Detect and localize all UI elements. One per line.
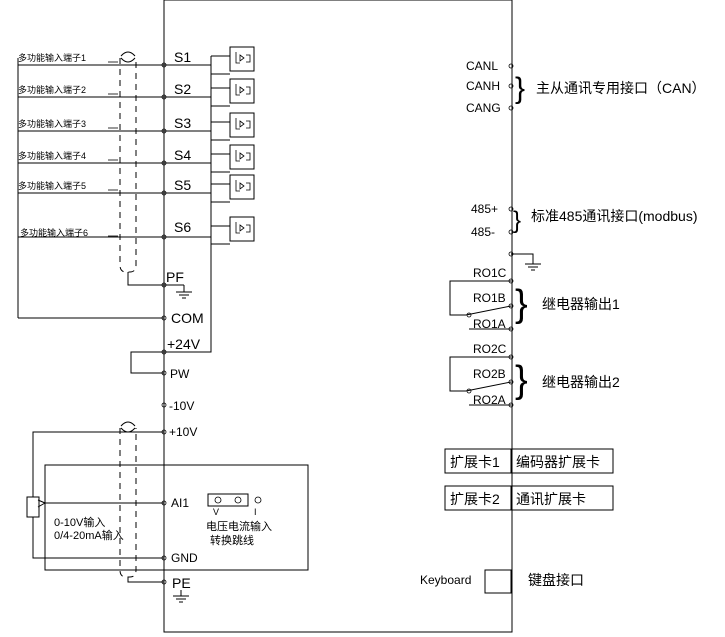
analog-range-line2: 0/4-20mA输入 bbox=[54, 528, 124, 542]
com-terminal: COM bbox=[18, 310, 204, 326]
terminal-s2: S2 bbox=[174, 81, 191, 97]
plus10v-terminal: +10V bbox=[32, 425, 197, 497]
jumper-i-label: I bbox=[254, 507, 257, 517]
analog-shield-cable bbox=[119, 421, 164, 583]
optocoupler-5 bbox=[229, 174, 255, 200]
expansion-card-2: 扩展卡2 通讯扩展卡 bbox=[444, 485, 614, 511]
jumper-note-line1: 电压电流输入 bbox=[206, 519, 272, 533]
terminal-485-plus: 485+ bbox=[471, 202, 498, 216]
relay2-description: 继电器输出2 bbox=[542, 374, 620, 390]
minus10v-terminal: -10V bbox=[161, 399, 194, 413]
terminal-485-minus: 485- bbox=[471, 225, 495, 239]
relay-output-1: RO1C RO1B RO1A } 继电器输出1 bbox=[449, 266, 620, 332]
terminal-ai1: AI1 bbox=[171, 496, 189, 510]
jumper-v-label: V bbox=[213, 507, 219, 517]
terminal-s3: S3 bbox=[174, 115, 191, 131]
terminal-s5: S5 bbox=[174, 177, 191, 193]
terminal-ro2a: RO2A bbox=[473, 393, 506, 407]
terminal-gnd: GND bbox=[171, 551, 198, 565]
input-label-2: 多功能输入端子2 bbox=[18, 84, 86, 95]
terminal-plus24v: +24V bbox=[167, 336, 201, 352]
digital-input-6: 多功能输入端子6 S6 bbox=[18, 216, 255, 245]
terminal-s6: S6 bbox=[174, 219, 191, 235]
terminal-ro1a: RO1A bbox=[473, 317, 506, 331]
terminal-ro1b: RO1B bbox=[473, 291, 506, 305]
optocoupler-6 bbox=[229, 216, 255, 242]
input-label-6: 多功能输入端子6 bbox=[20, 227, 88, 238]
terminal-canh: CANH bbox=[466, 79, 500, 93]
terminal-plus10v: +10V bbox=[169, 425, 197, 439]
input-label-5: 多功能输入端子5 bbox=[18, 180, 86, 191]
rs485-description: 标准485通讯接口(modbus) bbox=[531, 208, 698, 224]
optocoupler-4 bbox=[229, 144, 255, 170]
terminal-ro2c: RO2C bbox=[473, 342, 507, 356]
expansion-card1-slot: 扩展卡1 bbox=[450, 454, 500, 470]
expansion-card2-slot: 扩展卡2 bbox=[450, 491, 500, 507]
expansion-card1-name: 编码器扩展卡 bbox=[516, 454, 600, 470]
input-label-3: 多功能输入端子3 bbox=[18, 118, 86, 129]
digital-input-3: 多功能输入端子3 S3 bbox=[18, 112, 255, 141]
rs485-brace: } bbox=[513, 207, 521, 234]
relay1-description: 继电器输出1 bbox=[542, 296, 620, 312]
input-shield-cable bbox=[119, 51, 164, 286]
terminal-s1: S1 bbox=[174, 49, 191, 65]
digital-input-2: 多功能输入端子2 S2 bbox=[18, 78, 255, 107]
terminal-pe: PE bbox=[172, 575, 191, 591]
rs485-interface: 485+ 485- } 标准485通讯接口(modbus) bbox=[471, 202, 698, 271]
expansion-card-1: 扩展卡1 编码器扩展卡 bbox=[444, 448, 614, 474]
optocoupler-3 bbox=[229, 112, 255, 138]
terminal-pw: PW bbox=[170, 367, 190, 381]
terminal-pf: PF bbox=[166, 269, 184, 285]
terminal-com: COM bbox=[171, 310, 204, 326]
potentiometer bbox=[26, 496, 164, 559]
terminal-ro2b: RO2B bbox=[473, 367, 506, 381]
relay2-brace: } bbox=[515, 359, 528, 401]
terminal-s4: S4 bbox=[174, 147, 191, 163]
gnd-terminal: GND bbox=[161, 551, 198, 565]
optocoupler-2 bbox=[229, 78, 255, 104]
keyboard-description: 键盘接口 bbox=[528, 572, 584, 588]
terminal-canl: CANL bbox=[466, 59, 498, 73]
can-brace: } bbox=[515, 72, 525, 105]
pe-terminal: PE bbox=[161, 575, 191, 603]
can-interface: CANL CANH CANG } 主从通讯专用接口（CAN） bbox=[466, 59, 706, 115]
ai1-terminal: AI1 bbox=[161, 496, 189, 510]
terminal-ro1c: RO1C bbox=[473, 266, 507, 280]
pf-terminal: PF bbox=[161, 269, 192, 299]
digital-input-4: 多功能输入端子4 S4 bbox=[18, 144, 255, 173]
analog-range-line1: 0-10V输入 bbox=[54, 515, 105, 529]
voltage-current-jumper: V I 电压电流输入 转换跳线 bbox=[206, 493, 272, 547]
keyboard-interface: Keyboard 键盘接口 bbox=[420, 569, 584, 594]
can-description: 主从通讯专用接口（CAN） bbox=[536, 80, 706, 96]
digital-input-1: 多功能输入端子1 S1 bbox=[18, 46, 255, 75]
expansion-card2-name: 通讯扩展卡 bbox=[516, 491, 586, 507]
input-label-1: 多功能输入端子1 bbox=[18, 52, 86, 63]
potentiometer-body bbox=[26, 496, 40, 518]
optocoupler-1 bbox=[229, 46, 255, 72]
keyboard-label: Keyboard bbox=[420, 573, 471, 587]
digital-input-5: 多功能输入端子5 S5 bbox=[18, 174, 255, 203]
input-label-4: 多功能输入端子4 bbox=[18, 150, 86, 161]
plus24v-terminal: +24V bbox=[161, 65, 212, 355]
terminal-cang: CANG bbox=[466, 101, 501, 115]
pw-terminal: PW bbox=[130, 351, 190, 381]
keyboard-port bbox=[484, 569, 512, 594]
jumper-note-line2: 转换跳线 bbox=[210, 533, 254, 547]
relay1-brace: } bbox=[515, 283, 528, 325]
terminal-minus10v: -10V bbox=[169, 399, 194, 413]
relay-output-2: RO2C RO2B RO2A } 继电器输出2 bbox=[449, 342, 620, 408]
analog-input-panel bbox=[44, 464, 309, 571]
